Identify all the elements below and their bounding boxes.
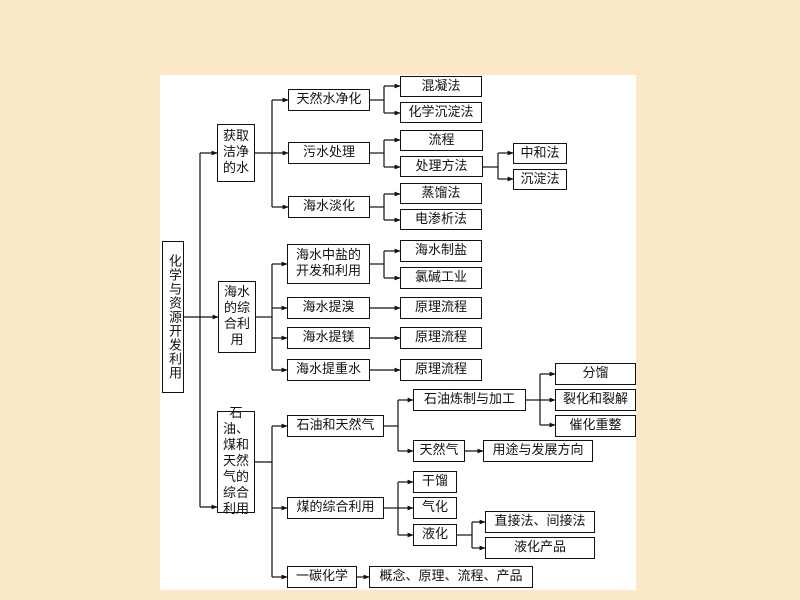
diagram-panel: 化学与资源开发利用 获取洁净的水 海水的综合利用 石油、煤和天然气的综合利用 天…: [160, 75, 636, 590]
node-liehua: 裂化和裂解: [555, 389, 636, 411]
root-node: 化学与资源开发利用: [162, 241, 184, 393]
connector-lines: [182, 83, 556, 580]
node-zhengliu: 蒸馏法: [400, 183, 482, 204]
node-water-label: 获取洁净的水: [222, 129, 249, 176]
node-chendian: 沉淀法: [513, 169, 567, 190]
node-hunning: 混凝法: [400, 76, 482, 97]
node-danhua: 海水淡化: [288, 196, 370, 218]
node-qihua: 气化: [413, 497, 457, 519]
node-salt: 海水中盐的开发和利用: [287, 244, 370, 284]
node-sea-label: 海水的综合利用: [223, 285, 250, 348]
node-dianshenxi: 电渗析法: [400, 209, 482, 230]
node-gas-use: 用途与发展方向: [483, 440, 593, 462]
node-lujian: 氯碱工业: [400, 267, 482, 289]
node-water: 获取洁净的水: [217, 124, 255, 182]
node-fuel-label: 石油、煤和天然气的综合利用: [222, 406, 249, 517]
node-chulifangfa: 处理方法: [400, 156, 483, 177]
node-bromine-flow: 原理流程: [400, 297, 482, 319]
node-refine: 石油炼制与加工: [413, 389, 526, 411]
node-zhonghe: 中和法: [513, 143, 567, 164]
node-zhijie: 直接法、间接法: [485, 511, 595, 533]
node-petro: 石油和天然气: [287, 415, 384, 437]
node-yehua: 液化: [413, 524, 457, 546]
node-fuel: 石油、煤和天然气的综合利用: [217, 406, 255, 517]
node-sea: 海水的综合利用: [218, 281, 256, 353]
node-salt-label: 海水中盐的开发和利用: [295, 248, 361, 279]
node-c1-detail: 概念、原理、流程、产品: [369, 566, 533, 588]
node-cuihua: 催化重整: [555, 415, 636, 437]
node-yehua-product: 液化产品: [485, 537, 595, 559]
node-tianran: 天然水净化: [288, 89, 370, 111]
node-heavywater-flow: 原理流程: [400, 359, 482, 381]
node-zhiyan: 海水制盐: [400, 240, 482, 262]
node-ganliu: 干馏: [413, 471, 457, 493]
node-heavywater: 海水提重水: [287, 359, 370, 381]
node-magnesium-flow: 原理流程: [400, 327, 482, 349]
node-fenliu: 分馏: [555, 363, 636, 385]
node-gas: 天然气: [413, 440, 465, 462]
node-magnesium: 海水提镁: [287, 327, 370, 349]
node-huaxuechendian: 化学沉淀法: [400, 102, 482, 123]
node-coal: 煤的综合利用: [287, 497, 384, 519]
node-bromine: 海水提溴: [287, 297, 370, 319]
node-c1: 一碳化学: [287, 566, 357, 588]
node-liucheng: 流程: [400, 130, 483, 151]
node-wushui: 污水处理: [288, 142, 370, 164]
